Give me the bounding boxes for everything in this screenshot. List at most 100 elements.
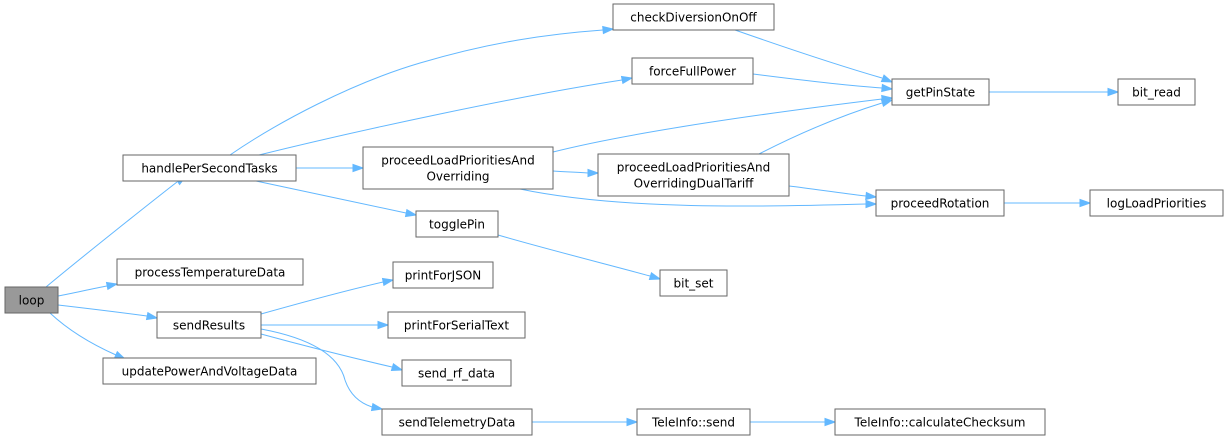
node-label: loop [19, 294, 45, 308]
edge-proceedLoadPrioritiesAndOverriding-to-proceedRotation [519, 188, 878, 209]
arrowhead-icon [865, 191, 878, 201]
node-updatePowerAndVoltageData[interactable]: updatePowerAndVoltageData [102, 357, 317, 385]
edge-line [552, 98, 883, 153]
edge-line [788, 185, 867, 197]
edge-line [752, 73, 883, 89]
edge-line [552, 170, 589, 174]
arrowhead-icon [824, 417, 837, 427]
node-TeleInfo_calculateChecksum[interactable]: TeleInfo::calculateChecksum [834, 408, 1046, 436]
node-box [122, 154, 297, 182]
node-sendTelemetryData[interactable]: sendTelemetryData [381, 408, 533, 436]
edge-line [260, 333, 393, 368]
edge-TeleInfo_send-to-TeleInfo_calculateChecksum [749, 417, 837, 427]
node-box [392, 261, 494, 289]
node-proceedLoadPrioritiesAndOverridingDualTariff[interactable]: proceedLoadPrioritiesAndOverridingDualTa… [597, 153, 790, 197]
node-forceFullPower[interactable]: forceFullPower [631, 57, 754, 85]
arrowhead-icon [105, 281, 119, 291]
edge-line [260, 328, 373, 408]
edge-line [497, 234, 651, 277]
node-box [597, 153, 790, 197]
node-processTemperatureData[interactable]: processTemperatureData [116, 258, 304, 286]
edge-sendResults-to-sendTelemetryData [260, 328, 384, 412]
node-togglePin[interactable]: togglePin [415, 210, 499, 238]
node-handlePerSecondTasks[interactable]: handlePerSecondTasks [122, 154, 297, 182]
node-label: bit_read [1132, 86, 1181, 100]
edge-proceedLoadPrioritiesAndOverriding-to-getPinState [552, 94, 894, 153]
node-box [891, 78, 990, 106]
node-checkDiversionOnOff[interactable]: checkDiversionOnOff [612, 3, 775, 31]
node-logLoadPriorities[interactable]: logLoadPriorities [1089, 189, 1224, 217]
node-label: sendResults [173, 319, 245, 333]
edge-checkDiversionOnOff-to-getPinState [734, 29, 894, 83]
node-box [612, 3, 775, 31]
node-box [102, 357, 317, 385]
call-graph-nodes: loop handlePerSecondTasks processTemperatu… [4, 3, 1224, 436]
edge-sendResults-to-printForJSON [260, 277, 395, 315]
arrowhead-icon [648, 271, 662, 281]
edge-line [255, 180, 407, 214]
edge-forceFullPower-to-getPinState [752, 73, 894, 93]
node-label: processTemperatureData [135, 266, 286, 280]
node-label: printForSerialText [404, 319, 509, 333]
arrowhead-icon [145, 311, 159, 321]
node-printForSerialText[interactable]: printForSerialText [387, 311, 526, 339]
edge-line [57, 304, 148, 317]
node-box [362, 146, 554, 190]
node-label: TeleInfo::calculateChecksum [854, 416, 1026, 430]
edge-loop-to-processTemperatureData [57, 281, 119, 297]
edge-loop-to-sendResults [57, 304, 159, 321]
arrowhead-icon [352, 163, 365, 173]
edge-proceedLoadPrioritiesAndOverridingDualTariff-to-proceedRotation [788, 185, 878, 201]
node-box [4, 286, 59, 314]
arrowhead-icon [620, 75, 634, 85]
node-label: getPinState [906, 86, 975, 100]
node-label: printForJSON [405, 269, 482, 283]
node-printForJSON[interactable]: printForJSON [392, 261, 494, 289]
arrowhead-icon [587, 168, 600, 178]
edge-line [758, 102, 883, 155]
edge-loop-to-updatePowerAndVoltageData [49, 312, 127, 360]
node-proceedRotation[interactable]: proceedRotation [875, 189, 1005, 217]
arrowhead-icon [881, 83, 894, 93]
arrowhead-icon [404, 208, 418, 218]
node-send_rf_data[interactable]: send_rf_data [401, 359, 512, 387]
node-TeleInfo_send[interactable]: TeleInfo::send [636, 408, 751, 436]
node-bit_read[interactable]: bit_read [1117, 78, 1196, 106]
node-box [381, 408, 533, 436]
node-box [156, 311, 262, 339]
node-box [116, 258, 304, 286]
edge-proceedRotation-to-logLoadPriorities [1004, 198, 1092, 208]
node-label: TeleInfo::send [651, 416, 735, 430]
node-getPinState[interactable]: getPinState [891, 78, 990, 106]
node-label: bit_set [674, 277, 714, 291]
edge-proceedLoadPrioritiesAndOverridingDualTariff-to-getPinState [758, 98, 894, 155]
node-label: OverridingDualTariff [634, 177, 755, 191]
node-box [401, 359, 512, 387]
edge-line [49, 312, 117, 356]
node-label: Overriding [426, 170, 489, 184]
node-sendResults[interactable]: sendResults [156, 311, 262, 339]
node-label: sendTelemetryData [399, 416, 516, 430]
edge-line [57, 285, 108, 297]
arrowhead-icon [865, 199, 878, 209]
node-label: checkDiversionOnOff [630, 11, 757, 25]
node-bit_set[interactable]: bit_set [659, 269, 728, 297]
node-box [636, 408, 751, 436]
edge-sendResults-to-printForSerialText [260, 320, 390, 330]
node-loop[interactable]: loop [4, 286, 59, 314]
arrowhead-icon [370, 402, 384, 412]
node-label: proceedLoadPrioritiesAnd [617, 161, 770, 175]
node-label: forceFullPower [649, 65, 736, 79]
edge-handlePerSecondTasks-to-checkDiversionOnOff [229, 25, 615, 156]
edge-line [734, 29, 883, 79]
node-label: togglePin [429, 218, 485, 232]
node-label: proceedLoadPrioritiesAnd [381, 154, 534, 168]
edge-handlePerSecondTasks-to-forceFullPower [258, 75, 634, 156]
edge-handlePerSecondTasks-to-proceedLoadPrioritiesAndOverriding [296, 163, 365, 173]
edge-proceedLoadPrioritiesAndOverriding-to-proceedLoadPrioritiesAndOverridingDualTariff [552, 168, 600, 178]
arrowhead-icon [1079, 198, 1092, 208]
edge-line [519, 188, 867, 207]
edge-togglePin-to-bit_set [497, 234, 662, 281]
